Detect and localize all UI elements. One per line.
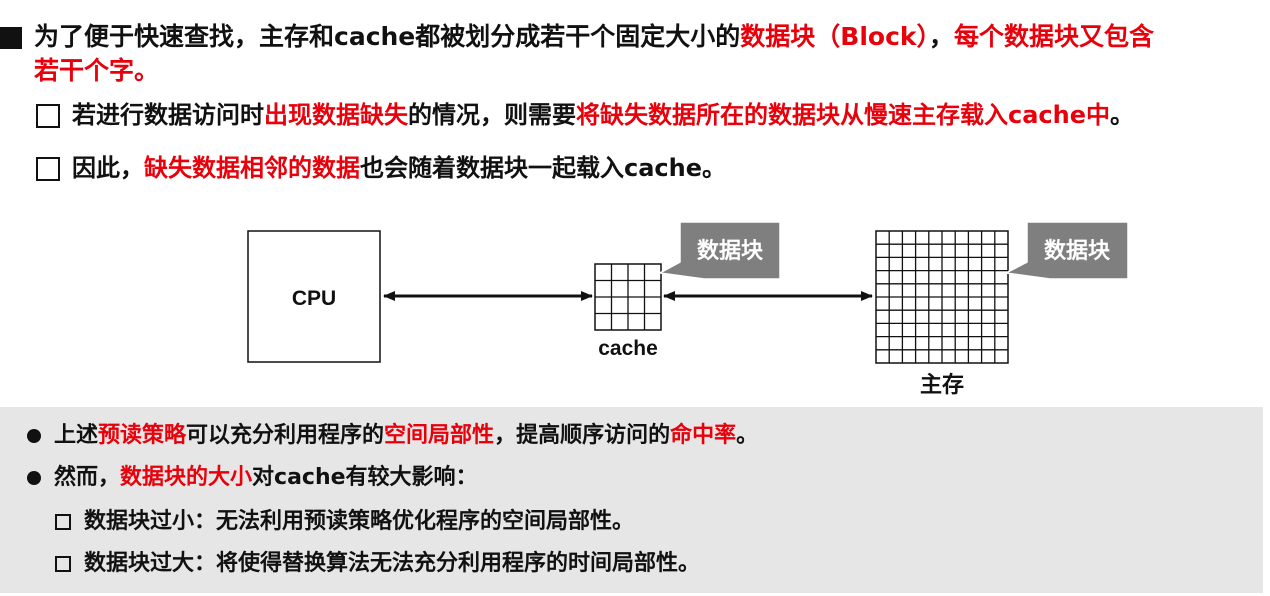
- summary-2-text-a: 然而，: [54, 465, 121, 490]
- summary-panel: [0, 407, 1263, 593]
- summary-1-highlight-c: 命中率: [670, 423, 737, 448]
- square-bullet-icon: [0, 27, 22, 49]
- cpu-box: [247, 230, 381, 363]
- bullet-1-highlight-a: 出现数据缺失: [264, 101, 408, 129]
- bullet-1-text-c: 。: [1110, 101, 1135, 129]
- bullet-2-text-b: 也会随着数据块一起载入cache。: [360, 154, 727, 182]
- summary-sub-1: 数据块过小：无法利用预读策略优化程序的空间局部性。: [84, 509, 635, 534]
- summary-sub-2: 数据块过大：将使得替换算法无法充分利用程序的时间局部性。: [84, 551, 701, 576]
- dot-bullet-icon: [27, 471, 41, 485]
- cpu-label: CPU: [292, 287, 336, 310]
- memory-callout-label: 数据块: [1044, 238, 1111, 263]
- checkbox-bullet-icon: [36, 104, 60, 128]
- hollow-square-bullet-icon: [55, 514, 71, 530]
- cache-diagram: CPU cache 主存 数据块 数据块: [247, 221, 1129, 397]
- summary-1-text-d: 。: [736, 423, 759, 448]
- summary-2-text-b: 对cache有较大影响：: [252, 465, 478, 490]
- summary-1-highlight-b: 空间局部性: [384, 423, 495, 448]
- summary-1-text-c: ，提高顺序访问的: [494, 423, 671, 448]
- intro-text: 为了便于快速查找，主存和cache都被划分成若干个固定大小的: [34, 22, 741, 51]
- summary-1-highlight-a: 预读策略: [98, 423, 187, 448]
- memory-grid: [875, 230, 1009, 364]
- bullet-2-highlight: 缺失数据相邻的数据: [144, 154, 360, 182]
- cache-grid: [594, 263, 662, 331]
- memory-callout: [1003, 221, 1129, 280]
- intro-line-1: 为了便于快速查找，主存和cache都被划分成若干个固定大小的数据块（Block）…: [34, 20, 1154, 54]
- summary-2-highlight: 数据块的大小: [120, 465, 253, 490]
- checkbox-bullet-icon: [36, 157, 60, 181]
- intro-comma: ，: [929, 22, 955, 51]
- cache-callout-label: 数据块: [697, 238, 764, 263]
- cache-callout: [657, 221, 781, 280]
- bullet-1-highlight-b: 将缺失数据所在的数据块从慢速主存载入cache中: [576, 101, 1111, 129]
- intro-highlight-words: 每个数据块又包含: [954, 22, 1155, 51]
- bullet-1-text-b: 的情况，则需要: [408, 101, 576, 129]
- summary-item-1: 上述预读策略可以充分利用程序的空间局部性，提高顺序访问的命中率。: [54, 421, 758, 451]
- summary-item-2: 然而，数据块的大小对cache有较大影响：: [54, 463, 478, 493]
- bullet-1: 若进行数据访问时出现数据缺失的情况，则需要将缺失数据所在的数据块从慢速主存载入c…: [72, 98, 1134, 132]
- cache-label: cache: [598, 337, 658, 360]
- summary-1-text-a: 上述: [54, 423, 99, 448]
- memory-label: 主存: [920, 372, 964, 397]
- bullet-2: 因此，缺失数据相邻的数据也会随着数据块一起载入cache。: [72, 151, 726, 185]
- bullet-2-text-a: 因此，: [72, 154, 144, 182]
- dot-bullet-icon: [27, 429, 41, 443]
- hollow-square-bullet-icon: [55, 556, 71, 572]
- summary-1-text-b: 可以充分利用程序的: [186, 423, 385, 448]
- intro-line-2: 若干个字。: [34, 56, 160, 85]
- bullet-1-text-a: 若进行数据访问时: [72, 101, 264, 129]
- intro-highlight-block: 数据块（Block）: [740, 22, 930, 51]
